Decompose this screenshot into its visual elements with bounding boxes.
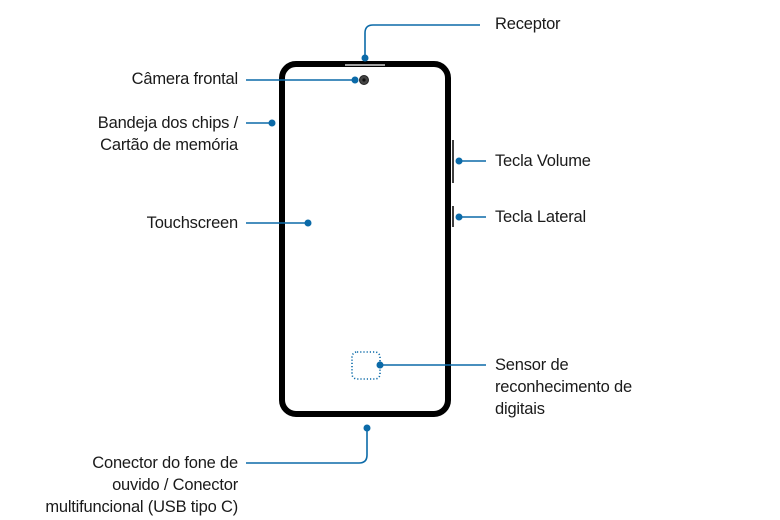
label-sensor-line2: reconhecimento de bbox=[495, 378, 632, 396]
phone-outline bbox=[279, 61, 451, 417]
label-front-camera: Câmera frontal bbox=[131, 70, 239, 88]
label-tray-line1: Bandeja dos chips / bbox=[97, 114, 238, 132]
label-connector-line3: multifuncional (USB tipo C) bbox=[45, 498, 238, 516]
receptor-dot bbox=[361, 54, 369, 62]
tray-dot bbox=[268, 119, 276, 127]
connector-dot bbox=[363, 424, 371, 432]
label-volume-key: Tecla Volume bbox=[495, 152, 591, 170]
touchscreen-dot bbox=[304, 219, 312, 227]
label-sensor-line3: digitais bbox=[495, 400, 545, 418]
label-touchscreen: Touchscreen bbox=[146, 214, 239, 232]
connector-leader bbox=[246, 428, 368, 464]
label-side-key: Tecla Lateral bbox=[495, 208, 586, 226]
camera-lens bbox=[362, 78, 366, 82]
label-receptor: Receptor bbox=[495, 15, 561, 33]
label-connector-line2: ouvido / Conector bbox=[112, 476, 238, 494]
label-tray-line2: Cartão de memória bbox=[100, 136, 238, 154]
side-dot bbox=[455, 213, 463, 221]
volume-dot bbox=[455, 157, 463, 165]
label-sensor-line1: Sensor de bbox=[495, 356, 569, 374]
sensor-dot bbox=[376, 361, 384, 369]
fingerprint-sensor-area bbox=[351, 351, 381, 380]
receptor-leader bbox=[364, 24, 480, 58]
camera-dot bbox=[351, 76, 359, 84]
label-connector-line1: Conector do fone de bbox=[92, 454, 238, 472]
